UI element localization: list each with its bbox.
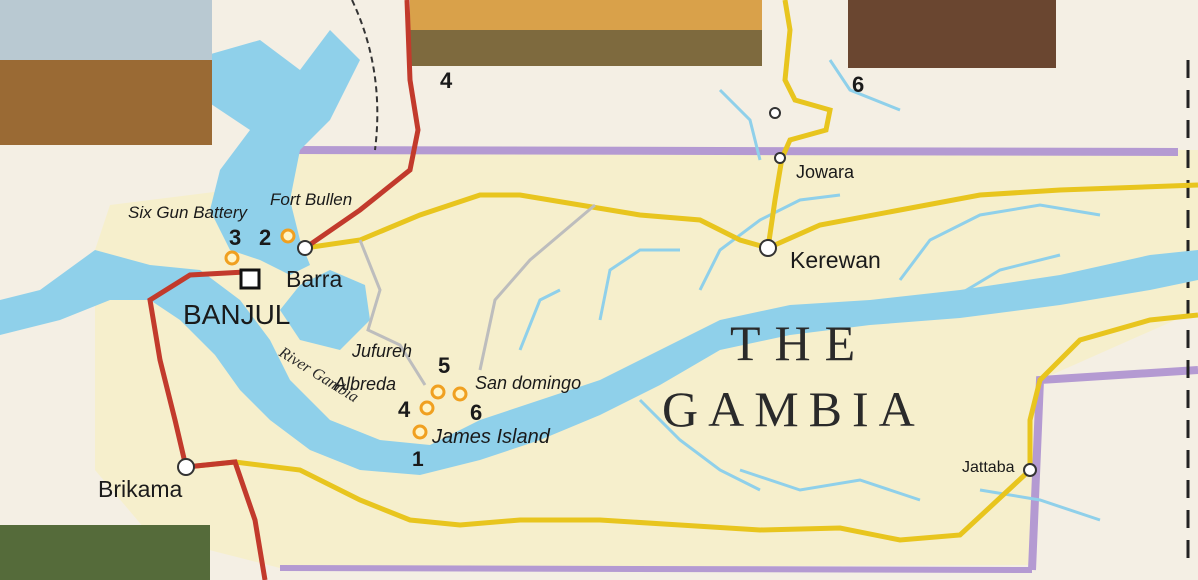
town-marker-jattaba[interactable] (1023, 463, 1037, 477)
country-label-line1: THE (730, 315, 869, 371)
site-number-1: 1 (412, 448, 424, 471)
site-marker-1[interactable] (412, 424, 428, 440)
town-marker-barra[interactable] (297, 240, 313, 256)
estuary-north (190, 30, 360, 275)
site-label-albreda: Albreda (333, 374, 396, 394)
road-main-north (304, 182, 1198, 251)
border-north (289, 146, 1179, 156)
road-secondary-fortbullen (303, 0, 421, 251)
site-label-six-gun-battery: Six Gun Battery (128, 203, 249, 222)
town-label-kerewan: Kerewan (790, 247, 881, 273)
photo-caption-6: 6 (852, 72, 864, 97)
site-label-jufureh: Jufureh (351, 341, 412, 361)
track-1 (358, 239, 427, 386)
town-marker-kerewan[interactable] (759, 239, 777, 257)
site-label-james-island: James Island (431, 426, 551, 448)
photo-caption-4: 4 (440, 68, 453, 93)
site-number-6: 6 (470, 400, 482, 425)
senegal-boundary-arc (351, 0, 379, 151)
site-label-fort-bullen: Fort Bullen (270, 190, 352, 209)
site-marker-6[interactable] (452, 386, 468, 402)
country-label-line2: GAMBIA (662, 381, 925, 437)
site-marker-5[interactable] (430, 384, 446, 400)
border-east (1028, 366, 1198, 571)
site-number-3: 3 (229, 225, 241, 250)
road-jowara (765, 0, 833, 249)
town-marker-jowara-north (769, 107, 781, 119)
border-south (279, 565, 1033, 573)
site-number-5: 5 (438, 353, 450, 378)
town-label-jowara: Jowara (796, 162, 855, 182)
town-label-jattaba: Jattaba (962, 459, 1015, 476)
capital-marker-banjul[interactable] (239, 268, 261, 290)
site-marker-2[interactable] (280, 228, 296, 244)
site-markers (224, 228, 468, 440)
road-main-south (185, 312, 1198, 543)
road-secondary-brikama (147, 269, 268, 580)
site-marker-3[interactable] (224, 250, 240, 266)
atlantic-water (0, 70, 1198, 475)
photo-palms (0, 525, 210, 580)
site-label-san-domingo: San domingo (475, 373, 581, 393)
site-label-fort-bullen-text: Fort Bullen (270, 190, 352, 209)
capital-label-banjul: BANJUL (183, 299, 290, 330)
site-number-2: 2 (259, 225, 271, 250)
track-2 (478, 203, 596, 371)
town-label-barra: Barra (286, 266, 342, 292)
town-marker-brikama[interactable] (177, 458, 195, 476)
site-marker-4[interactable] (419, 400, 435, 416)
town-label-brikama: Brikama (98, 476, 183, 502)
town-marker-jowara[interactable] (774, 152, 786, 164)
river-bend (280, 270, 370, 350)
site-number-4: 4 (398, 397, 411, 422)
photo-rock (848, 0, 1056, 68)
creeks (518, 59, 1101, 522)
